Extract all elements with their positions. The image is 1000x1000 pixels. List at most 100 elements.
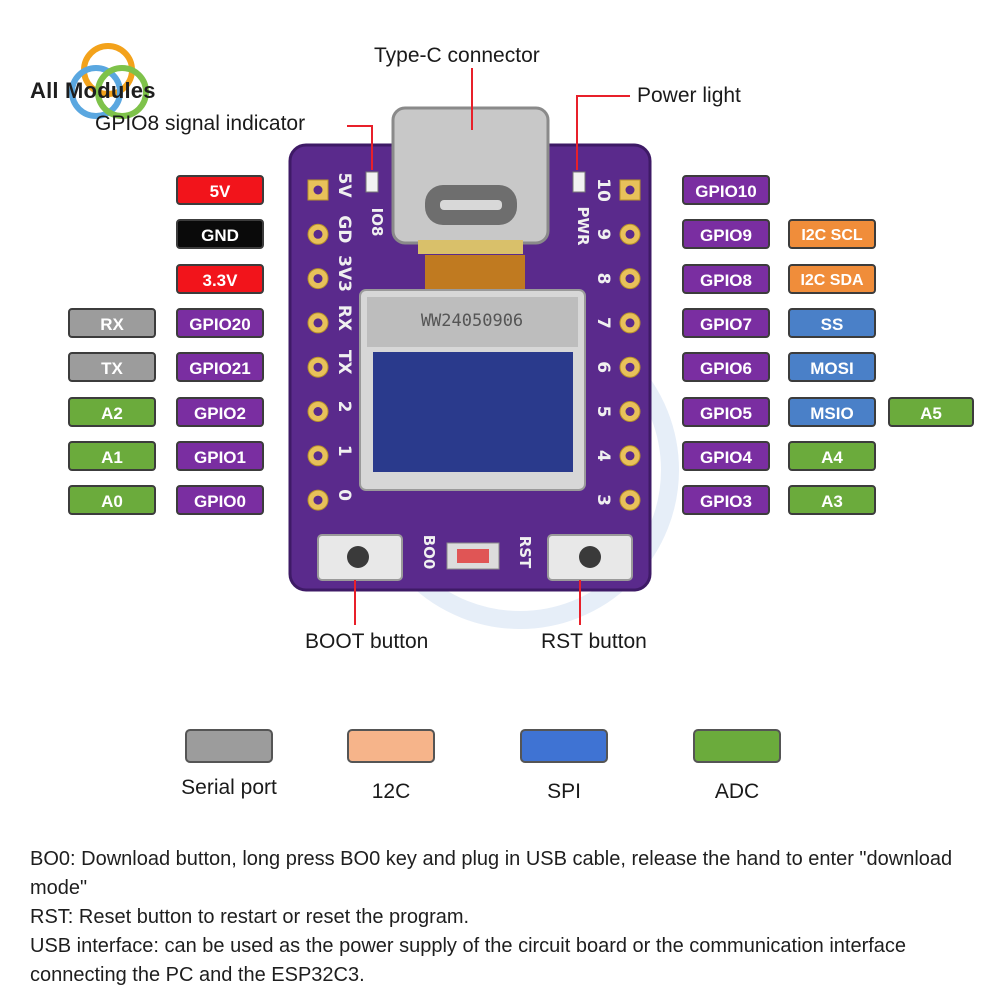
- logo-text: All Modules: [30, 78, 156, 103]
- rst-chip-inner: [457, 549, 489, 563]
- note-rst: RST: Reset button to restart or reset th…: [30, 906, 470, 928]
- left-func-tag: RX: [68, 307, 156, 338]
- silk-bo0-label: BO0: [420, 535, 438, 570]
- right-func2-tag: A5: [888, 396, 974, 427]
- left-pin-tag: 5V: [176, 175, 264, 205]
- silk-rst-label: RST: [516, 536, 534, 569]
- silk-right-label: 5: [593, 406, 613, 418]
- legend-label: ADC: [714, 780, 760, 803]
- usb-c-pins: [418, 240, 523, 254]
- power-light-callout: Power light: [637, 84, 741, 107]
- right-pin-tag: GPIO7: [682, 307, 770, 338]
- left-func-tag: A0: [68, 485, 156, 516]
- gpio8-line: [347, 125, 373, 170]
- boot-button-cap: [347, 546, 369, 568]
- silk-left-label: 0: [334, 489, 354, 501]
- silk-left-label: TX: [334, 350, 354, 375]
- notes: BO0: Download button, long press BO0 key…: [30, 845, 980, 990]
- note-usb: USB interface: can be used as the power …: [30, 935, 907, 986]
- left-pad: [307, 268, 329, 290]
- left-pad: [307, 179, 329, 201]
- logo-mark: [69, 43, 149, 119]
- callout-lines: [347, 68, 630, 625]
- right-pin-tag: GPIO6: [682, 352, 770, 383]
- usb-c-tongue: [440, 200, 502, 210]
- left-pad: [307, 356, 329, 378]
- right-pin-pads: [619, 179, 641, 511]
- left-pin-tag: GPIO0: [176, 485, 264, 516]
- silk-left-label: RX: [334, 305, 354, 331]
- left-pad: [307, 223, 329, 245]
- right-pin-tag: GPIO4: [682, 440, 770, 471]
- note-bo0: BO0: Download button, long press BO0 key…: [30, 848, 953, 899]
- right-pad: [619, 356, 641, 378]
- left-pad: [307, 401, 329, 422]
- silk-pwr-label: PWR: [574, 206, 592, 246]
- left-pad: [307, 312, 329, 334]
- left-pin-tag: GPIO2: [176, 396, 264, 427]
- rst-button-callout: RST button: [541, 630, 647, 653]
- left-pin-pads: [307, 179, 329, 511]
- right-pad: [619, 268, 641, 290]
- silk-io8-label: IO8: [368, 208, 386, 237]
- left-pad: [307, 489, 329, 511]
- silk-left-label: 5V: [334, 173, 354, 199]
- gpio8-led: [365, 171, 379, 193]
- legend-label: SPI: [547, 780, 581, 803]
- legend-label: 12C: [371, 780, 411, 803]
- left-pin-tag: 3.3V: [176, 263, 264, 294]
- right-pad: [619, 179, 641, 201]
- silk-right-label: 10: [593, 178, 613, 202]
- right-func-tag: MOSI: [788, 352, 876, 383]
- right-pad: [619, 445, 641, 467]
- silk-left-label: GD: [334, 215, 354, 243]
- left-pin-tag: GND: [176, 219, 264, 250]
- right-pad: [619, 312, 641, 334]
- silk-left-label: 2: [334, 401, 354, 413]
- left-func-tag: A1: [68, 440, 156, 471]
- type-c-callout: Type-C connector: [374, 44, 540, 67]
- right-func-tag: I2C SDA: [788, 263, 876, 294]
- oled-flex-cable: [425, 255, 525, 295]
- silk-left-label: 3V3: [334, 255, 354, 292]
- left-pad: [307, 445, 329, 467]
- silk-right-label: 7: [593, 317, 613, 329]
- right-pin-tag: GPIO3: [682, 485, 770, 516]
- silk-right-label: 4: [593, 450, 613, 462]
- left-pin-tag: GPIO1: [176, 440, 264, 471]
- right-pad: [619, 401, 641, 422]
- left-pin-tag: GPIO20: [176, 307, 264, 338]
- right-pin-tag: GPIO10: [682, 175, 770, 205]
- right-pad: [619, 489, 641, 511]
- power-light-line: [576, 95, 630, 170]
- legend-swatch: [693, 729, 781, 763]
- right-pin-tag: GPIO8: [682, 263, 770, 294]
- rst-button-cap: [579, 546, 601, 568]
- right-func-tag: I2C SCL: [788, 219, 876, 250]
- boot-button-callout: BOOT button: [305, 630, 429, 653]
- right-pad: [619, 223, 641, 245]
- oled-code: WW24050906: [421, 311, 523, 331]
- right-func-tag: SS: [788, 307, 876, 338]
- right-func-tag: A3: [788, 485, 876, 516]
- right-func-tag: MSIO: [788, 396, 876, 427]
- legend-swatch: [185, 729, 273, 763]
- left-func-tag: TX: [68, 352, 156, 383]
- silk-right-label: 8: [593, 273, 613, 285]
- oled-screen: [373, 352, 573, 472]
- legend-label: Serial port: [181, 776, 277, 799]
- silk-left-label: 1: [334, 445, 354, 457]
- gpio8-callout: GPIO8 signal indicator: [95, 112, 306, 135]
- silk-right-label: 6: [593, 361, 613, 373]
- right-pin-tag: GPIO9: [682, 219, 770, 250]
- silk-right-label: 3: [593, 494, 613, 506]
- legend-swatch: [347, 729, 435, 763]
- legend-swatch: [520, 729, 608, 763]
- right-pin-tag: GPIO5: [682, 396, 770, 427]
- left-func-tag: A2: [68, 396, 156, 427]
- left-pin-tag: GPIO21: [176, 352, 264, 383]
- power-led: [572, 171, 586, 193]
- oled-glass-top: [367, 297, 578, 347]
